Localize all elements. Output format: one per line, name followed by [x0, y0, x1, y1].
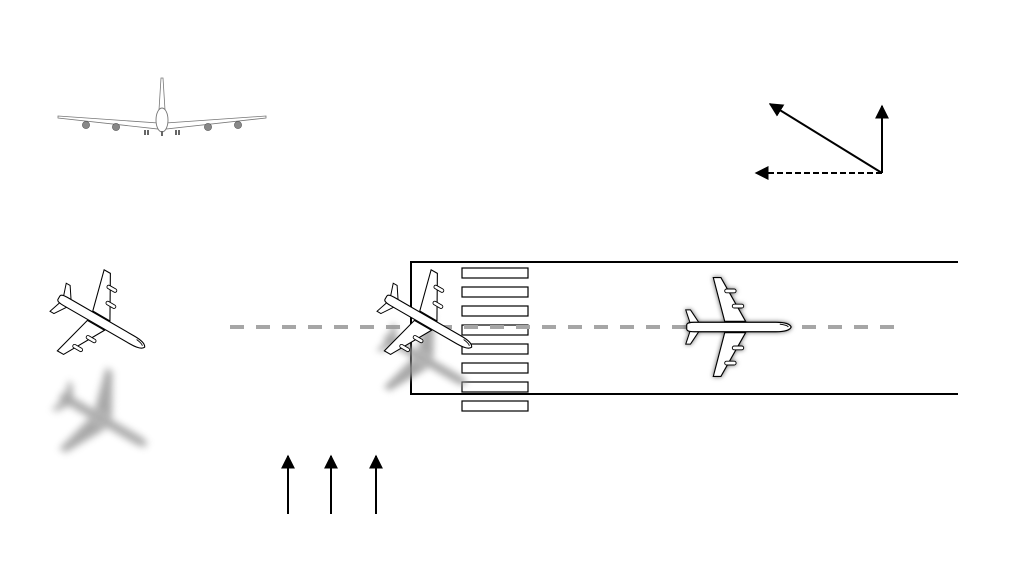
aircraft-shadow-left [36, 354, 171, 486]
threshold-bar [461, 381, 529, 393]
aircraft-front-view-icon [57, 77, 267, 136]
threshold-bar [461, 400, 529, 412]
threshold-markings [461, 267, 529, 412]
aircraft-touchdown-icon [685, 277, 792, 377]
threshold-bar [461, 267, 529, 279]
resultant-vector-arrow [768, 103, 883, 174]
threshold-bar [461, 305, 529, 317]
runway [410, 261, 958, 412]
wind-arrows [281, 454, 383, 514]
crosswind-vector-diagram [754, 103, 889, 180]
threshold-bar [461, 286, 529, 298]
threshold-bar [461, 362, 529, 374]
threshold-bar [461, 343, 529, 355]
aircraft-approach-icon [34, 256, 169, 389]
